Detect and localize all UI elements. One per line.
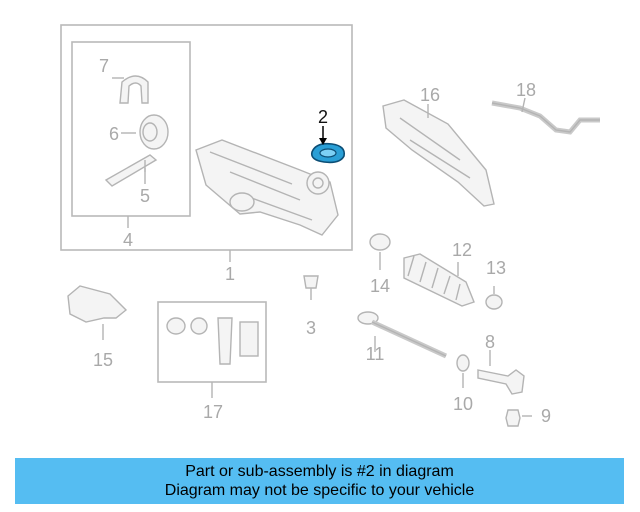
clamp-part-7[interactable] (112, 75, 149, 104)
callout-8: 8 (485, 332, 495, 352)
boot-part-12[interactable] (403, 253, 475, 307)
callout-18: 18 (516, 80, 536, 100)
bracket-part-5[interactable] (104, 154, 158, 187)
callout-15: 15 (93, 350, 113, 370)
callout-13: 13 (486, 258, 506, 278)
nut-part-10[interactable] (456, 354, 470, 388)
clamp-part-13[interactable] (485, 286, 503, 310)
tie-rod-part-11[interactable] (357, 311, 448, 359)
callout-17: 17 (203, 402, 223, 422)
callout-9: 9 (541, 406, 551, 426)
clamp-part-14[interactable] (369, 233, 391, 270)
callout-14: 14 (370, 276, 390, 296)
callout-12: 12 (452, 240, 472, 260)
callout-1: 1 (225, 264, 235, 284)
callout-6: 6 (109, 124, 119, 144)
mounting-kit-box (71, 41, 191, 217)
callout-4: 4 (123, 230, 133, 250)
parts-diagram: 1 2 3 4 5 6 7 8 9 10 11 12 13 14 15 16 1… (60, 24, 600, 427)
callout-11: 11 (366, 344, 385, 364)
callout-7: 7 (99, 56, 109, 76)
repair-kit-part-17[interactable] (166, 317, 259, 365)
callout-10: 10 (453, 394, 473, 414)
banner-line-1: Part or sub-assembly is #2 in diagram (185, 463, 454, 480)
callout-2: 2 (318, 107, 328, 127)
callout-3: 3 (306, 318, 316, 338)
steering-rack-part-1[interactable] (195, 139, 339, 236)
callout-5: 5 (140, 186, 150, 206)
heat-shield-part-16[interactable] (382, 99, 495, 207)
assembly-box (60, 24, 353, 251)
tube-part-18[interactable] (491, 97, 600, 135)
cover-part-15[interactable] (67, 285, 128, 340)
bushing-part-6[interactable] (121, 114, 169, 150)
nut-part-9[interactable] (505, 409, 532, 427)
banner-line-2: Diagram may not be specific to your vehi… (164, 482, 475, 499)
mount-part-2[interactable] (310, 126, 346, 164)
bolt-part-3[interactable] (303, 275, 319, 300)
info-banner: Part or sub-assembly is #2 in diagram Di… (15, 458, 624, 504)
tie-rod-end-part-8[interactable] (477, 350, 525, 395)
callout-16: 16 (420, 85, 440, 105)
